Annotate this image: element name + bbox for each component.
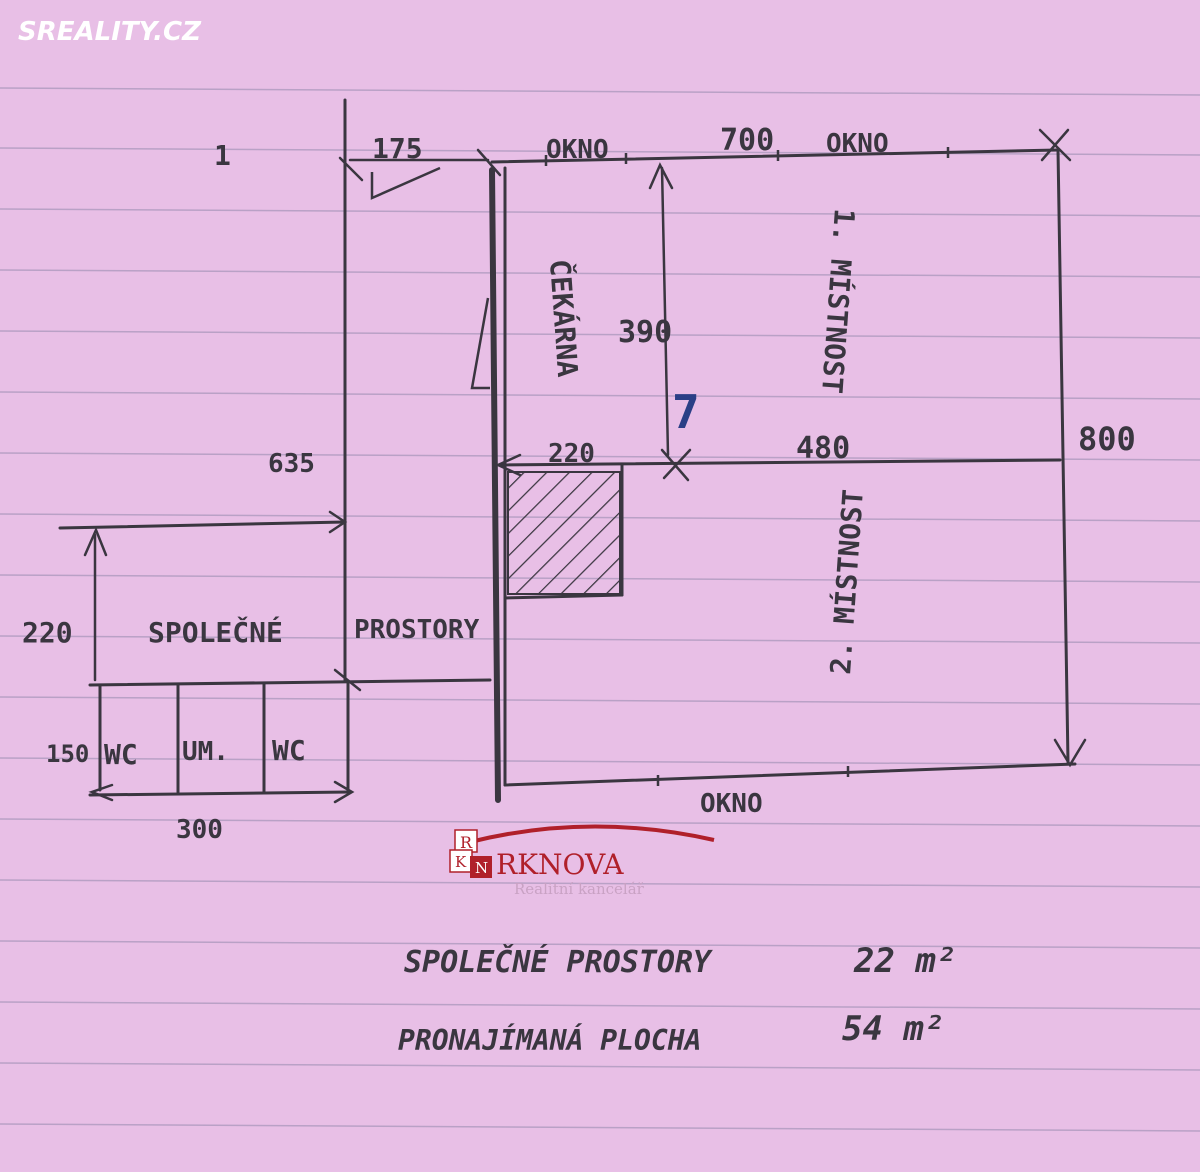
common-area-value: 22 m² — [853, 941, 956, 981]
logo-brand-name: RKNOVA — [496, 848, 624, 881]
arrowhead-220 — [83, 526, 108, 557]
dimension-700: 700 — [720, 123, 774, 158]
tick-common-a — [333, 668, 362, 692]
rented-area-value: 54 m² — [842, 1009, 944, 1049]
label-room-one: 1. MÍSTNOST — [815, 208, 862, 395]
label-waiting-room: ČEKÁRNA — [543, 258, 585, 378]
core-bottom-wall — [503, 593, 624, 600]
arrowhead-390 — [648, 162, 674, 190]
label-wc-1: WC — [104, 738, 138, 771]
right-wall — [1056, 148, 1070, 764]
label-room-two: 2. MÍSTNOST — [823, 488, 870, 675]
arrowhead-220-top — [494, 453, 522, 477]
waiting-door-swing — [470, 297, 490, 390]
tick-175-left — [338, 156, 364, 182]
dimension-220-left: 220 — [22, 616, 73, 649]
common-bottom-wall — [88, 678, 492, 687]
label-common-word2: PROSTORY — [354, 615, 480, 645]
tick-corner-b — [1040, 128, 1070, 162]
dimension-800: 800 — [1078, 420, 1136, 458]
window-top-left: OKNO — [546, 135, 609, 165]
hatched-core-area — [507, 471, 621, 595]
door-swings — [370, 166, 490, 390]
walls — [58, 98, 1077, 803]
wc-bottom-wall — [88, 790, 352, 797]
area-summary: SPOLEČNÉ PROSTORY 22 m² PRONAJÍMANÁ PLOC… — [398, 941, 956, 1057]
arrowhead-300 — [88, 783, 114, 802]
dimension-390: 390 — [618, 315, 672, 350]
dim-line-390 — [660, 166, 670, 457]
label-wc-2: WC — [272, 734, 306, 767]
logo-letter-k: K — [455, 853, 467, 871]
rented-area-label: PRONAJÍMANÁ PLOCHA — [398, 1023, 701, 1057]
mark-seven-blue: 7 — [672, 385, 700, 439]
logo-letter-r: R — [460, 833, 473, 852]
entrance-door-swing — [370, 166, 441, 200]
dimension-150: 150 — [46, 740, 89, 768]
dimension-lines — [83, 128, 1087, 804]
common-top-wall — [58, 520, 347, 530]
bottom-wall — [503, 762, 1077, 787]
tick-480-b — [662, 448, 692, 480]
dimension-175: 175 — [372, 132, 423, 165]
rknova-logo: R K N RKNOVA Realitní kancelář — [449, 824, 715, 898]
arrowhead-635 — [328, 510, 348, 534]
top-wall — [490, 148, 1060, 164]
dimension-220-top: 220 — [548, 439, 595, 469]
ruled-paper-lines — [0, 87, 1200, 1132]
arrowhead-800 — [1053, 738, 1087, 768]
window-ticks — [544, 147, 950, 786]
central-wall — [489, 167, 501, 803]
mark-one: 1 — [214, 139, 231, 172]
dimension-635: 635 — [268, 449, 315, 479]
tick-175-right — [476, 148, 502, 177]
arrowhead-300-right — [333, 780, 355, 804]
window-bottom: OKNO — [700, 789, 763, 819]
logo-tagline: Realitní kancelář — [514, 880, 645, 898]
logo-letter-n: N — [475, 859, 488, 877]
logo-swoosh — [469, 824, 715, 844]
dimension-300: 300 — [176, 815, 223, 845]
window-top-right: OKNO — [826, 129, 889, 159]
dimension-480: 480 — [796, 431, 850, 466]
logo-tile-n — [470, 856, 492, 878]
common-area-label: SPOLEČNÉ PROSTORY — [404, 943, 713, 980]
label-washroom: UM. — [182, 737, 229, 767]
sreality-watermark: SREALITY.CZ — [18, 17, 202, 47]
room-divider-wall — [498, 458, 1062, 467]
label-common-word1: SPOLEČNÉ — [148, 615, 283, 649]
